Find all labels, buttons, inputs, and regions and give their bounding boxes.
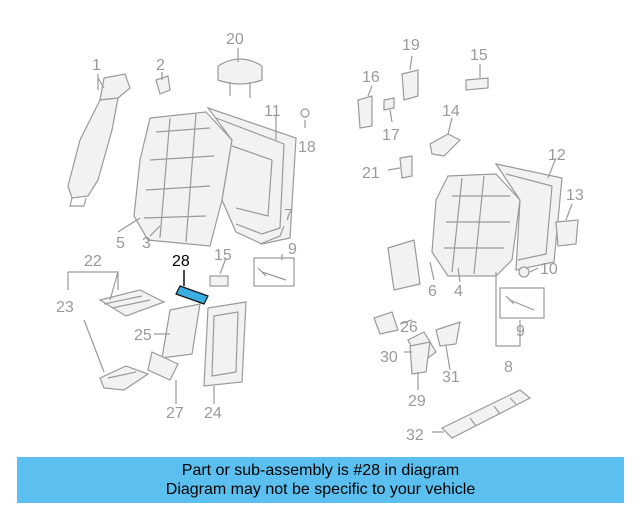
callout-8: 8 [504,359,513,376]
callout-31: 31 [442,369,460,386]
callout-15-right: 15 [470,47,488,64]
part-29-bracket [409,341,431,375]
callout-15-left: 15 [214,247,232,264]
callout-9-left: 9 [288,241,297,258]
part-3-seatback [133,111,233,247]
callout-24: 24 [204,405,222,422]
part-15-bolt-left [209,275,229,287]
callout-27: 27 [166,405,184,422]
part-28-highlight [175,285,209,305]
part-18-grommet [300,108,310,118]
part-14-latch [429,133,462,157]
callout-1: 1 [92,57,101,74]
part-4-seatback [431,173,521,277]
part-12-frame [494,163,563,271]
part-10-fastener [518,266,530,278]
banner-line-2: Diagram may not be specific to your vehi… [165,481,476,498]
part-24-frame [203,301,247,387]
part-22-pad [98,289,166,317]
callout-30: 30 [380,349,398,366]
part-23-tray [99,365,150,391]
part-26-cover [373,311,399,335]
part-9-box-left [253,257,295,287]
callout-19: 19 [402,37,420,54]
callout-9-right: 9 [516,323,525,340]
callout-5: 5 [116,235,125,252]
callout-25: 25 [134,327,152,344]
callout-29: 29 [408,393,426,410]
callout-14: 14 [442,103,460,120]
part-31-bracket [435,321,461,347]
callout-32: 32 [406,427,424,444]
part-2-clip [155,75,171,95]
part-6-armrest [387,239,421,291]
callout-2: 2 [156,57,165,74]
callout-3: 3 [142,235,151,252]
parts-diagram: 1 2 3 4 5 6 7 8 9 9 10 11 12 13 14 15 15… [56,31,584,444]
callout-20: 20 [226,31,244,48]
part-17-clip [383,97,395,111]
part-25-panel [161,303,201,359]
part-15-bolt-right [465,77,489,91]
part-19-bracket [401,69,419,101]
callout-7: 7 [284,207,293,224]
callout-12: 12 [548,147,566,164]
callout-18: 18 [298,139,316,156]
part-32-rail [440,389,532,439]
callout-11: 11 [264,103,281,120]
banner-line-1: Part or sub-assembly is #28 in diagram [181,462,460,479]
part-21-plug [399,155,413,179]
callout-6: 6 [428,283,437,300]
callout-16: 16 [362,69,380,86]
part-20-headrest [217,58,263,85]
callout-22: 22 [84,253,102,270]
part-1-bolster [67,97,119,199]
callout-26: 26 [400,319,418,336]
callout-17: 17 [382,127,400,144]
part-9-box-right [499,287,545,319]
callout-23: 23 [56,299,74,316]
callout-13: 13 [566,187,584,204]
part-1-trim [99,73,131,101]
callout-28: 28 [172,253,190,270]
callout-10: 10 [540,261,558,278]
part-13-bracket [555,219,579,247]
part-16-bracket [357,95,373,129]
part-11-frame [206,106,297,245]
callout-21: 21 [362,165,380,182]
info-banner: Part or sub-assembly is #28 in diagram D… [17,457,624,503]
part-27-panel [147,351,179,381]
callout-4: 4 [454,283,463,300]
